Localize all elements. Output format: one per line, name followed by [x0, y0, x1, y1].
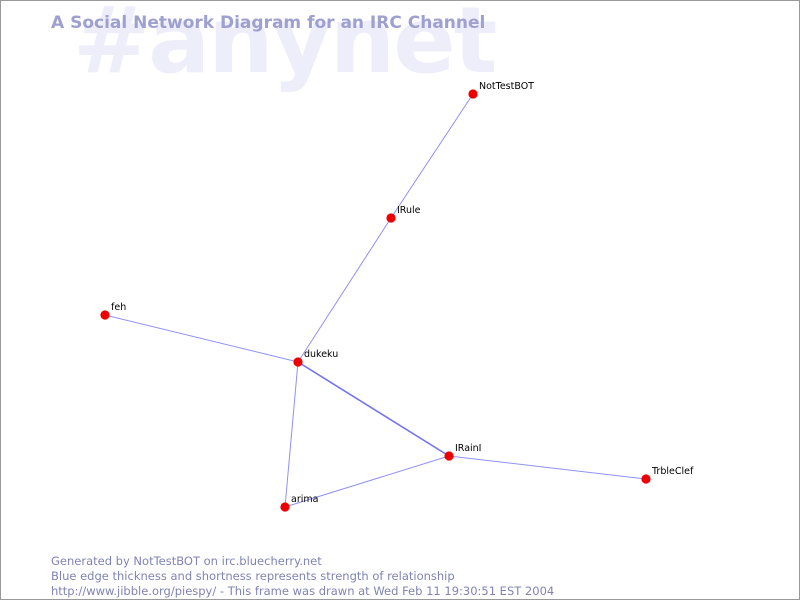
edge-dukeku-IRainI — [297, 361, 450, 457]
node-dukeku[interactable]: dukeku — [293, 349, 338, 367]
node-dot — [280, 502, 290, 512]
node-dot — [293, 357, 303, 367]
edge-IRainI-TrbleClef — [448, 455, 647, 480]
node-label: dukeku — [304, 349, 338, 360]
node-dot — [444, 451, 454, 461]
node-label: IRainI — [455, 443, 481, 454]
node-arima[interactable]: arima — [280, 494, 318, 512]
footer-legend-note: Blue edge thickness and shortness repres… — [51, 569, 455, 583]
node-IRule[interactable]: IRule — [386, 205, 421, 223]
diagram-title: A Social Network Diagram for an IRC Chan… — [51, 13, 486, 33]
node-label: TrbleClef — [651, 466, 694, 477]
node-feh[interactable]: feh — [100, 302, 126, 320]
footer-generated-by: Generated by NotTestBOT on irc.bluecherr… — [51, 554, 322, 568]
edge-NotTestBOT-IRule — [390, 93, 474, 219]
edge-arima-IRainI — [284, 455, 450, 508]
node-label: IRule — [397, 205, 421, 216]
node-dot — [386, 213, 396, 223]
edge-IRule-dukeku — [297, 217, 392, 363]
node-label: NotTestBOT — [479, 81, 534, 92]
node-NotTestBOT[interactable]: NotTestBOT — [468, 81, 534, 99]
node-IRainI[interactable]: IRainI — [444, 443, 481, 461]
node-dot — [641, 474, 651, 484]
node-label: arima — [291, 494, 318, 505]
footer: Generated by NotTestBOT on irc.bluecherr… — [51, 554, 554, 599]
edge-dukeku-arima — [284, 361, 299, 508]
edge-feh-dukeku — [104, 314, 299, 363]
node-label: feh — [111, 302, 126, 313]
node-dot — [468, 89, 478, 99]
channel-watermark: #anynet — [73, 0, 498, 94]
node-TrbleClef[interactable]: TrbleClef — [641, 466, 694, 484]
edge-layer — [104, 93, 647, 508]
node-dot — [100, 310, 110, 320]
footer-timestamp: http://www.jibble.org/piespy/ - This fra… — [51, 584, 555, 598]
